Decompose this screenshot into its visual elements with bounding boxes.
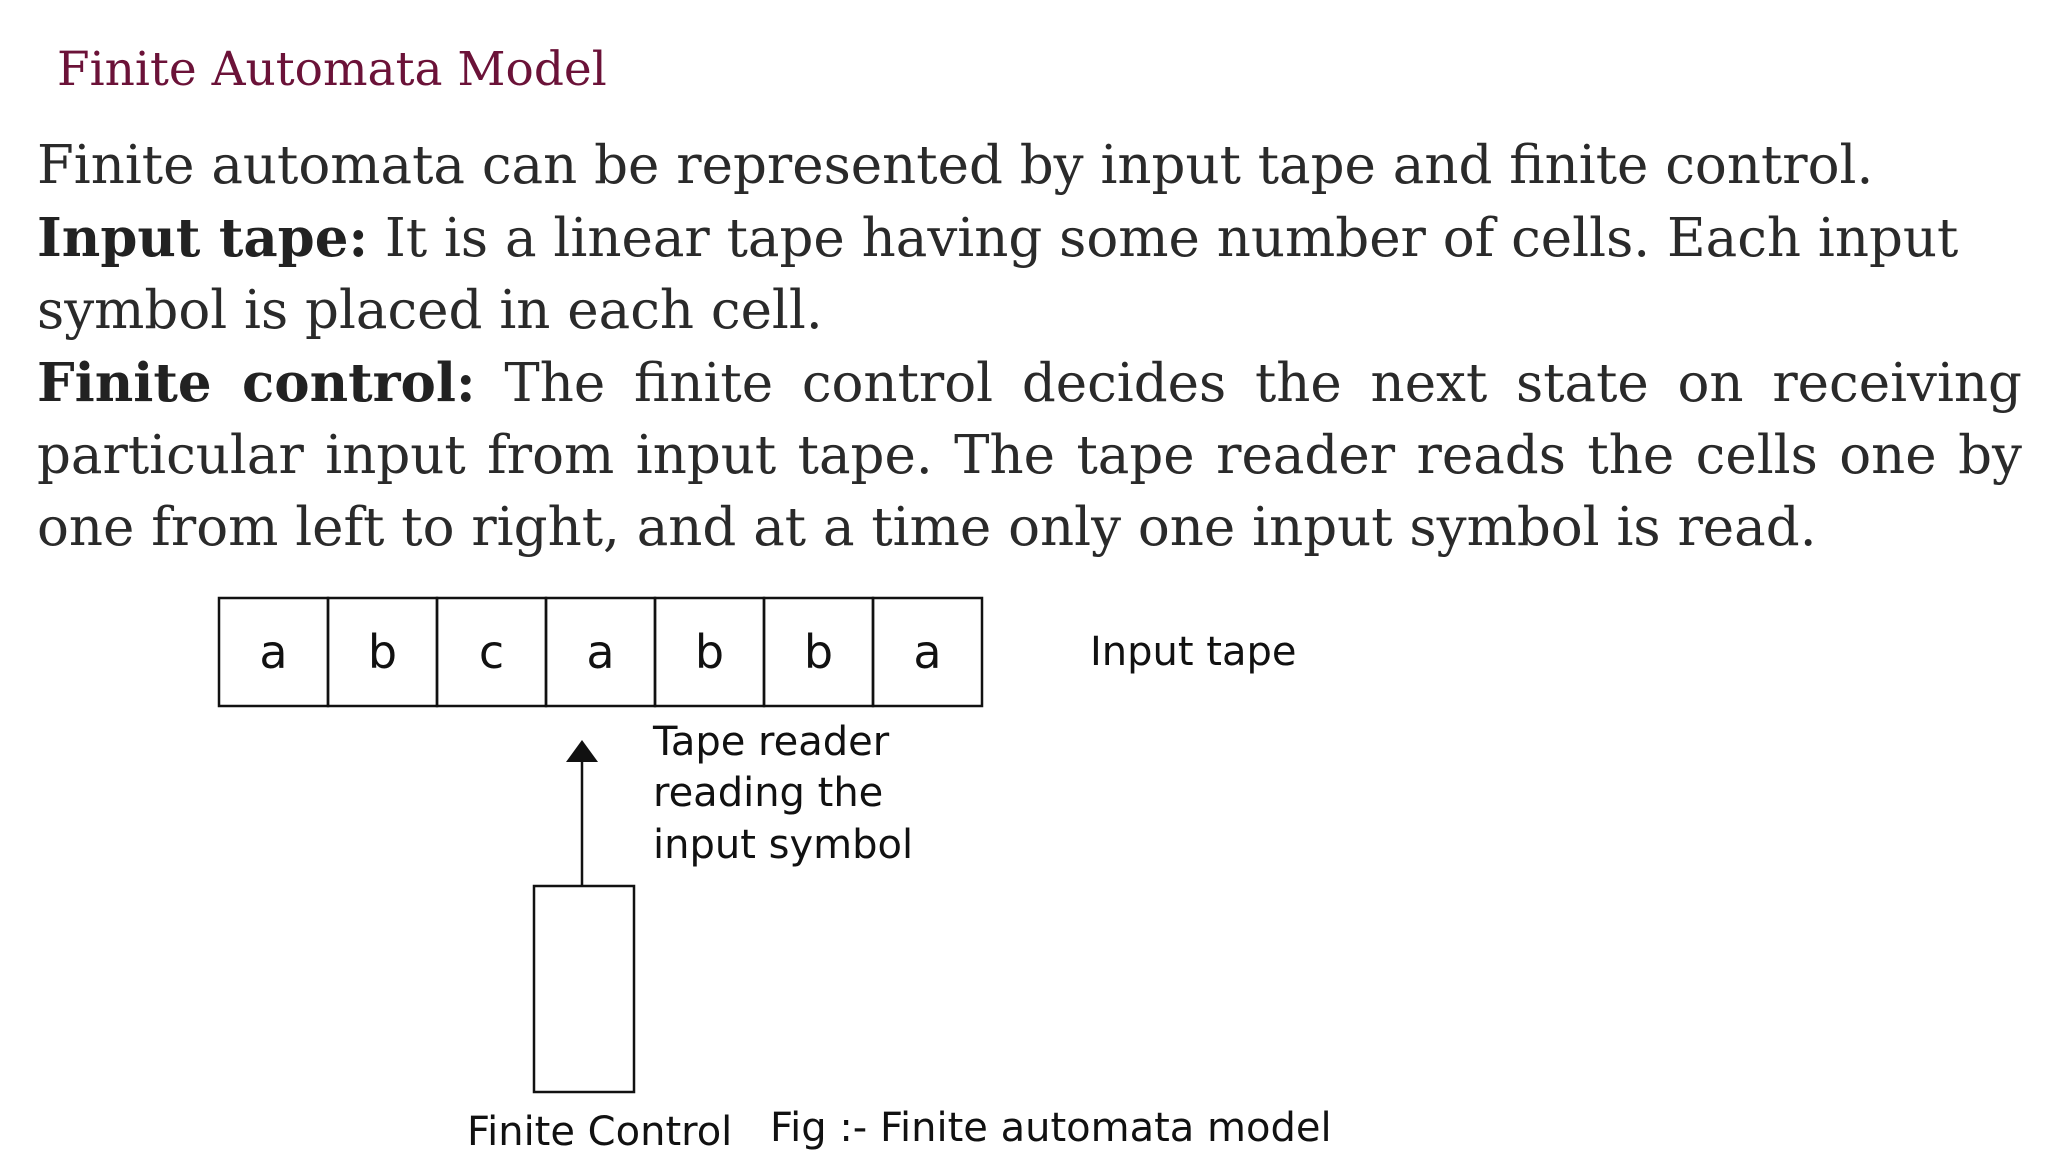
figure-caption: Fig :- Finite automata model [770, 1105, 1332, 1151]
finite-control-label: Finite Control [467, 1109, 732, 1152]
tape-cell-symbol: b [368, 625, 397, 679]
tape-cell-symbol: a [586, 625, 614, 679]
tape-cell [653, 596, 766, 708]
tape-cell [326, 596, 439, 708]
reader-arrow-head [566, 740, 598, 762]
input-tape-heading: Input tape: [37, 207, 369, 269]
tape-cell [544, 596, 657, 708]
reader-label-line-1: Tape reader [652, 719, 890, 765]
tape-cell-symbol: b [804, 625, 833, 679]
tape-cell-symbol: c [479, 625, 504, 679]
reader-label-line-3: input symbol [653, 822, 913, 868]
input-tape-label: Input tape [1090, 629, 1296, 675]
tape-cell [217, 596, 330, 708]
slide-title: Finite Automata Model [57, 42, 607, 97]
finite-control-box [532, 884, 636, 1094]
tape-cell-symbol: a [913, 625, 941, 679]
tape-cell [762, 596, 875, 708]
tape-cell [435, 596, 548, 708]
tape-cell-symbol: a [259, 625, 287, 679]
tape-cell [871, 596, 984, 708]
reader-label-line-2: reading the [653, 770, 883, 816]
finite-control-description: The finite control decides the next stat… [37, 353, 2022, 558]
input-tape-paragraph: Input tape: It is a linear tape having s… [37, 202, 2022, 347]
tape-cell-symbol: b [695, 625, 724, 679]
input-tape-description: It is a linear tape having some number o… [37, 208, 1959, 341]
finite-control-paragraph: Finite control: The finite control decid… [37, 347, 2022, 564]
slide-body: Finite automata can be represented by in… [37, 130, 2022, 564]
intro-paragraph: Finite automata can be represented by in… [37, 135, 1874, 196]
finite-control-heading: Finite control: [37, 352, 476, 414]
